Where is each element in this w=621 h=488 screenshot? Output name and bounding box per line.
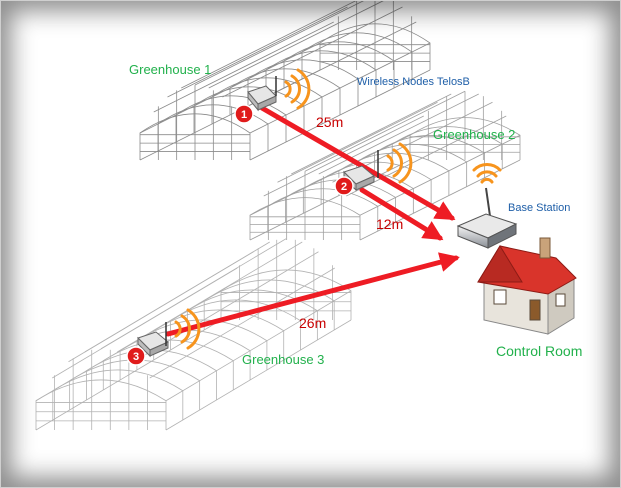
greenhouse-3-label: Greenhouse 3 bbox=[242, 352, 325, 367]
greenhouse-1-label: Greenhouse 1 bbox=[129, 62, 212, 77]
distance-12m-label: 12m bbox=[376, 216, 404, 232]
links bbox=[165, 105, 460, 337]
greenhouse-2-label: Greenhouse 2 bbox=[433, 127, 516, 142]
sensor-node-2: 2 bbox=[334, 150, 379, 196]
base-station-router-icon bbox=[456, 187, 518, 249]
distance-26m-label: 26m bbox=[299, 315, 327, 331]
link-1-to-base bbox=[259, 105, 456, 221]
node-2-signal-icon bbox=[386, 142, 413, 184]
node-3-signal-icon bbox=[174, 308, 201, 350]
control-room-label: Control Room bbox=[496, 343, 583, 359]
node-1-signal-icon bbox=[284, 68, 311, 110]
signal-icons bbox=[174, 68, 502, 350]
node-1-number: 1 bbox=[241, 109, 247, 121]
base-station-label: Base Station bbox=[508, 202, 571, 214]
node-2-number: 2 bbox=[341, 181, 347, 193]
control-room-house-icon bbox=[477, 237, 577, 335]
node-3-number: 3 bbox=[133, 351, 139, 363]
link-3-to-base bbox=[165, 252, 460, 337]
base-station-signal-icon bbox=[472, 163, 502, 184]
greenhouse-1-structure bbox=[139, 0, 431, 161]
sensor-node-1: 1 bbox=[234, 76, 277, 124]
greenhouse-3-structure bbox=[35, 238, 352, 431]
distance-25m-label: 25m bbox=[316, 114, 344, 130]
wireless-nodes-label: Wireless Nodes TelosB bbox=[357, 76, 470, 88]
link-2-to-base bbox=[359, 187, 444, 241]
sensor-node-3: 3 bbox=[126, 322, 169, 366]
